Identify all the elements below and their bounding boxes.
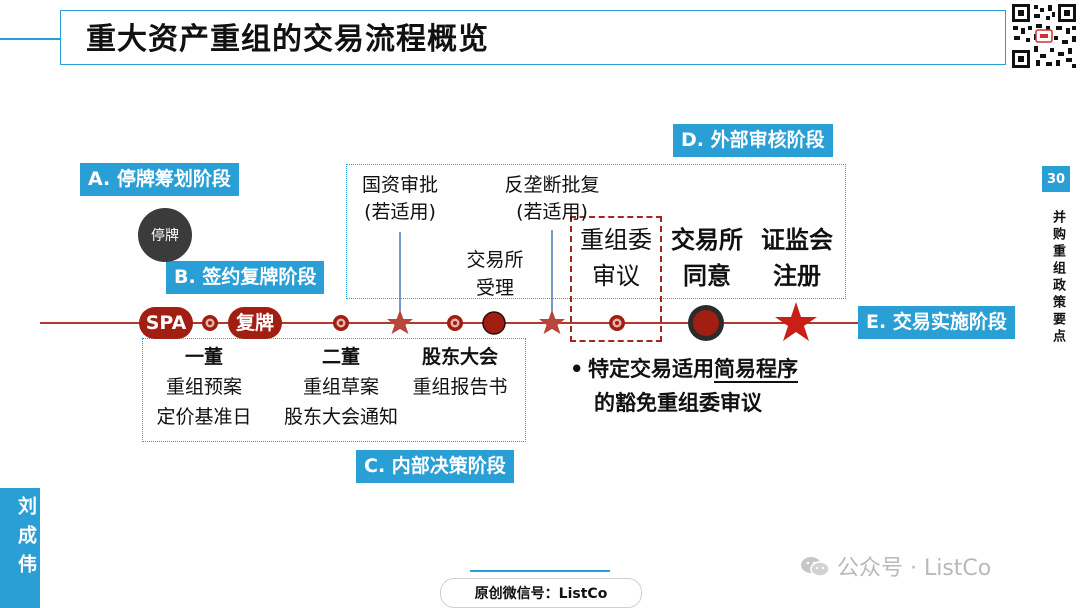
stage-c-text: 内部决策阶段 — [391, 455, 506, 477]
csrc-label: 证监会 注册 — [752, 222, 842, 294]
exchange-agree-line1: 交易所 — [671, 226, 743, 254]
board2-title: 二董 — [321, 346, 360, 368]
note-line1: •特定交易适用简易程序 — [570, 352, 798, 386]
stage-d-text: 外部审核阶段 — [710, 129, 825, 151]
exchange-accept-line1: 交易所 — [466, 249, 524, 271]
footer-wechat-pill: 原创微信号：ListCo — [440, 578, 642, 608]
watermark-text: 公众号 · ListCo — [837, 556, 992, 581]
stage-a-label: A. 停牌筹划阶段 — [80, 163, 239, 196]
author-strip — [0, 488, 40, 608]
board2-line2: 股东大会通知 — [283, 406, 398, 428]
page-title: 重大资产重组的交易流程概览 — [86, 22, 489, 57]
milestone-dot — [609, 315, 625, 331]
qr-code-icon — [1010, 2, 1078, 70]
sasac-label-line1: 国资审批 — [361, 174, 438, 196]
exchange-agree-label: 交易所 同意 — [662, 222, 752, 294]
exchange-accept-label: 交易所 受理 — [456, 246, 534, 302]
exchange-accept-line2: 受理 — [475, 277, 514, 299]
stage-b-label: B. 签约复牌阶段 — [166, 261, 325, 294]
board1-block: 一董 重组预案 定价基准日 — [144, 342, 264, 432]
stage-e-label: E. 交易实施阶段 — [858, 306, 1015, 339]
committee-line2: 审议 — [592, 262, 640, 290]
sasac-label-line2: (若适用) — [364, 201, 436, 223]
stage-c-label: C. 内部决策阶段 — [356, 450, 514, 483]
side-title: 并购重组政策要点 — [1046, 210, 1066, 346]
internal-decision-box — [142, 338, 526, 442]
simplified-procedure-note: •特定交易适用简易程序 的豁免重组委审议 — [570, 352, 798, 420]
resume-pill: 复牌 — [228, 307, 282, 339]
milestone-dot — [202, 315, 218, 331]
note-part1: 特定交易适用 — [588, 357, 714, 381]
exchange-agree-line2: 同意 — [683, 262, 731, 290]
board2-block: 二董 重组草案 股东大会通知 — [272, 342, 410, 432]
footer-accent-line — [470, 570, 610, 572]
shareholders-line1: 重组报告书 — [412, 376, 508, 398]
sasac-label: 国资审批 (若适用) — [343, 170, 457, 224]
title-box — [60, 10, 1006, 65]
committee-label: 重组委 审议 — [570, 222, 662, 294]
milestone-dot — [333, 315, 349, 331]
milestone-dot — [447, 315, 463, 331]
committee-review-box — [570, 216, 662, 342]
board2-line1: 重组草案 — [302, 376, 379, 398]
exchange-accept-circle — [482, 311, 506, 335]
sasac-star-icon — [387, 310, 413, 334]
bullet-icon: • — [570, 357, 584, 381]
author-name-text: 刘成伟 — [15, 496, 37, 583]
antitrust-label-line2: (若适用) — [516, 201, 588, 223]
antitrust-label-line1: 反垄断批复 — [504, 174, 600, 196]
stage-c-letter: C. — [364, 455, 386, 477]
committee-line1: 重组委 — [580, 226, 652, 254]
stage-a-letter: A. — [88, 168, 111, 190]
wechat-icon — [801, 557, 830, 577]
note-part2: 简易程序 — [714, 357, 798, 383]
csrc-line1: 证监会 — [761, 226, 833, 254]
suspend-badge: 停牌 — [138, 208, 192, 262]
author-name: 刘成伟 — [8, 496, 37, 583]
antitrust-label: 反垄断批复 (若适用) — [490, 170, 614, 224]
stage-b-letter: B. — [174, 266, 196, 288]
stage-a-text: 停牌筹划阶段 — [116, 168, 231, 190]
csrc-star-icon — [775, 302, 817, 341]
stage-d-label: D. 外部审核阶段 — [673, 124, 833, 157]
antitrust-star-icon — [539, 310, 565, 334]
note-line2: 的豁免重组委审议 — [594, 391, 762, 415]
board1-title: 一董 — [184, 346, 223, 368]
stage-b-text: 签约复牌阶段 — [202, 266, 317, 288]
watermark: 公众号 · ListCo — [800, 550, 991, 582]
shareholders-title: 股东大会 — [421, 346, 498, 368]
stage-d-letter: D. — [681, 129, 704, 151]
spa-pill: SPA — [139, 307, 193, 339]
board1-line2: 定价基准日 — [156, 406, 252, 428]
page-number-badge: 30 — [1042, 166, 1070, 192]
stage-e-text: 交易实施阶段 — [892, 311, 1007, 333]
stage-e-letter: E. — [866, 311, 887, 333]
csrc-line2: 注册 — [773, 262, 821, 290]
board1-line1: 重组预案 — [165, 376, 242, 398]
side-title-text: 并购重组政策要点 — [1050, 210, 1065, 346]
external-review-box — [346, 164, 846, 299]
shareholders-block: 股东大会 重组报告书 — [402, 342, 518, 402]
header-accent-line — [0, 38, 62, 40]
